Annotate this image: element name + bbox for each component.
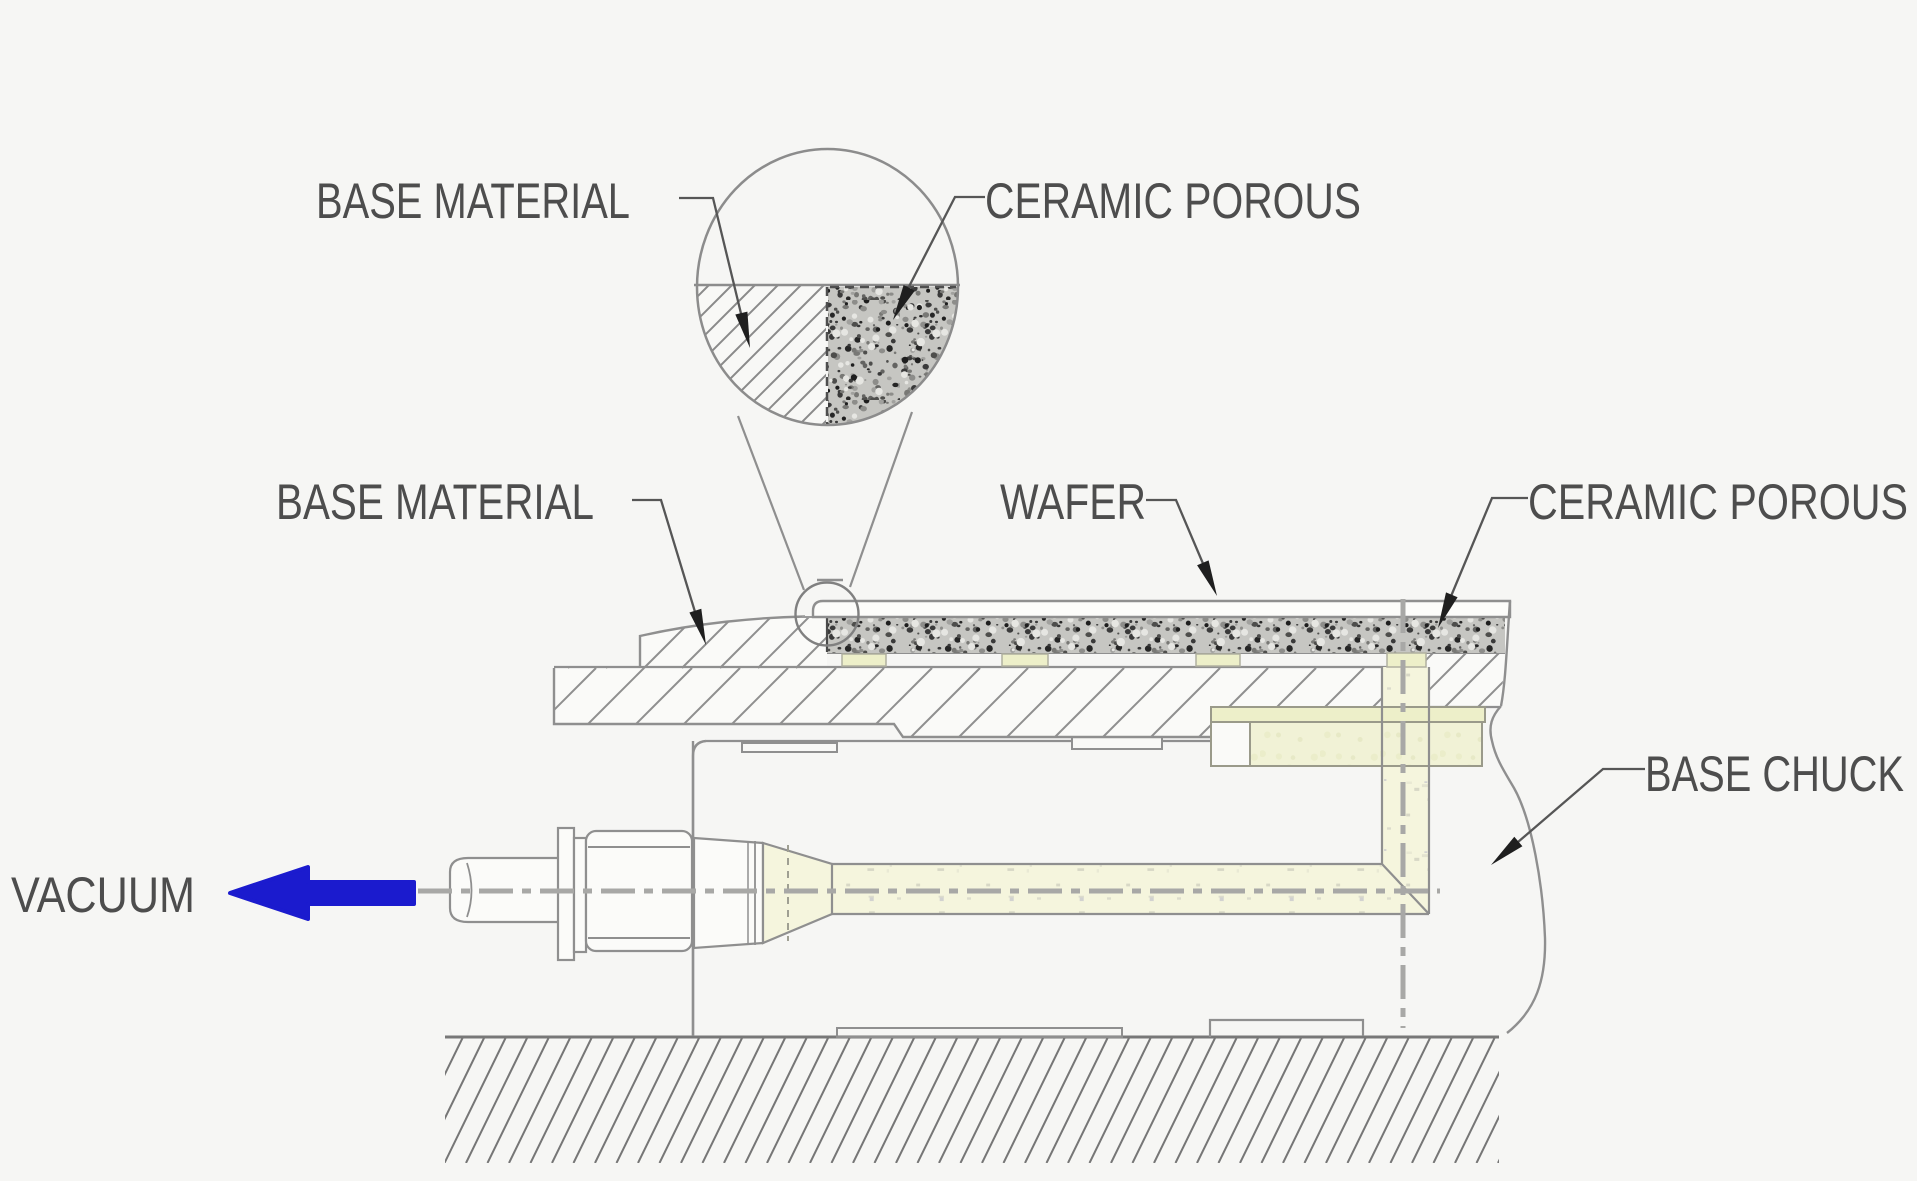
svg-text:VACUUM: VACUUM bbox=[11, 867, 195, 923]
svg-text:CERAMIC POROUS: CERAMIC POROUS bbox=[1528, 474, 1908, 530]
svg-text:BASE CHUCK: BASE CHUCK bbox=[1645, 746, 1904, 802]
svg-text:BASE MATERIAL: BASE MATERIAL bbox=[316, 173, 630, 229]
svg-text:WAFER: WAFER bbox=[1000, 474, 1146, 530]
svg-text:CERAMIC POROUS: CERAMIC POROUS bbox=[985, 173, 1361, 229]
svg-text:BASE MATERIAL: BASE MATERIAL bbox=[276, 474, 594, 530]
